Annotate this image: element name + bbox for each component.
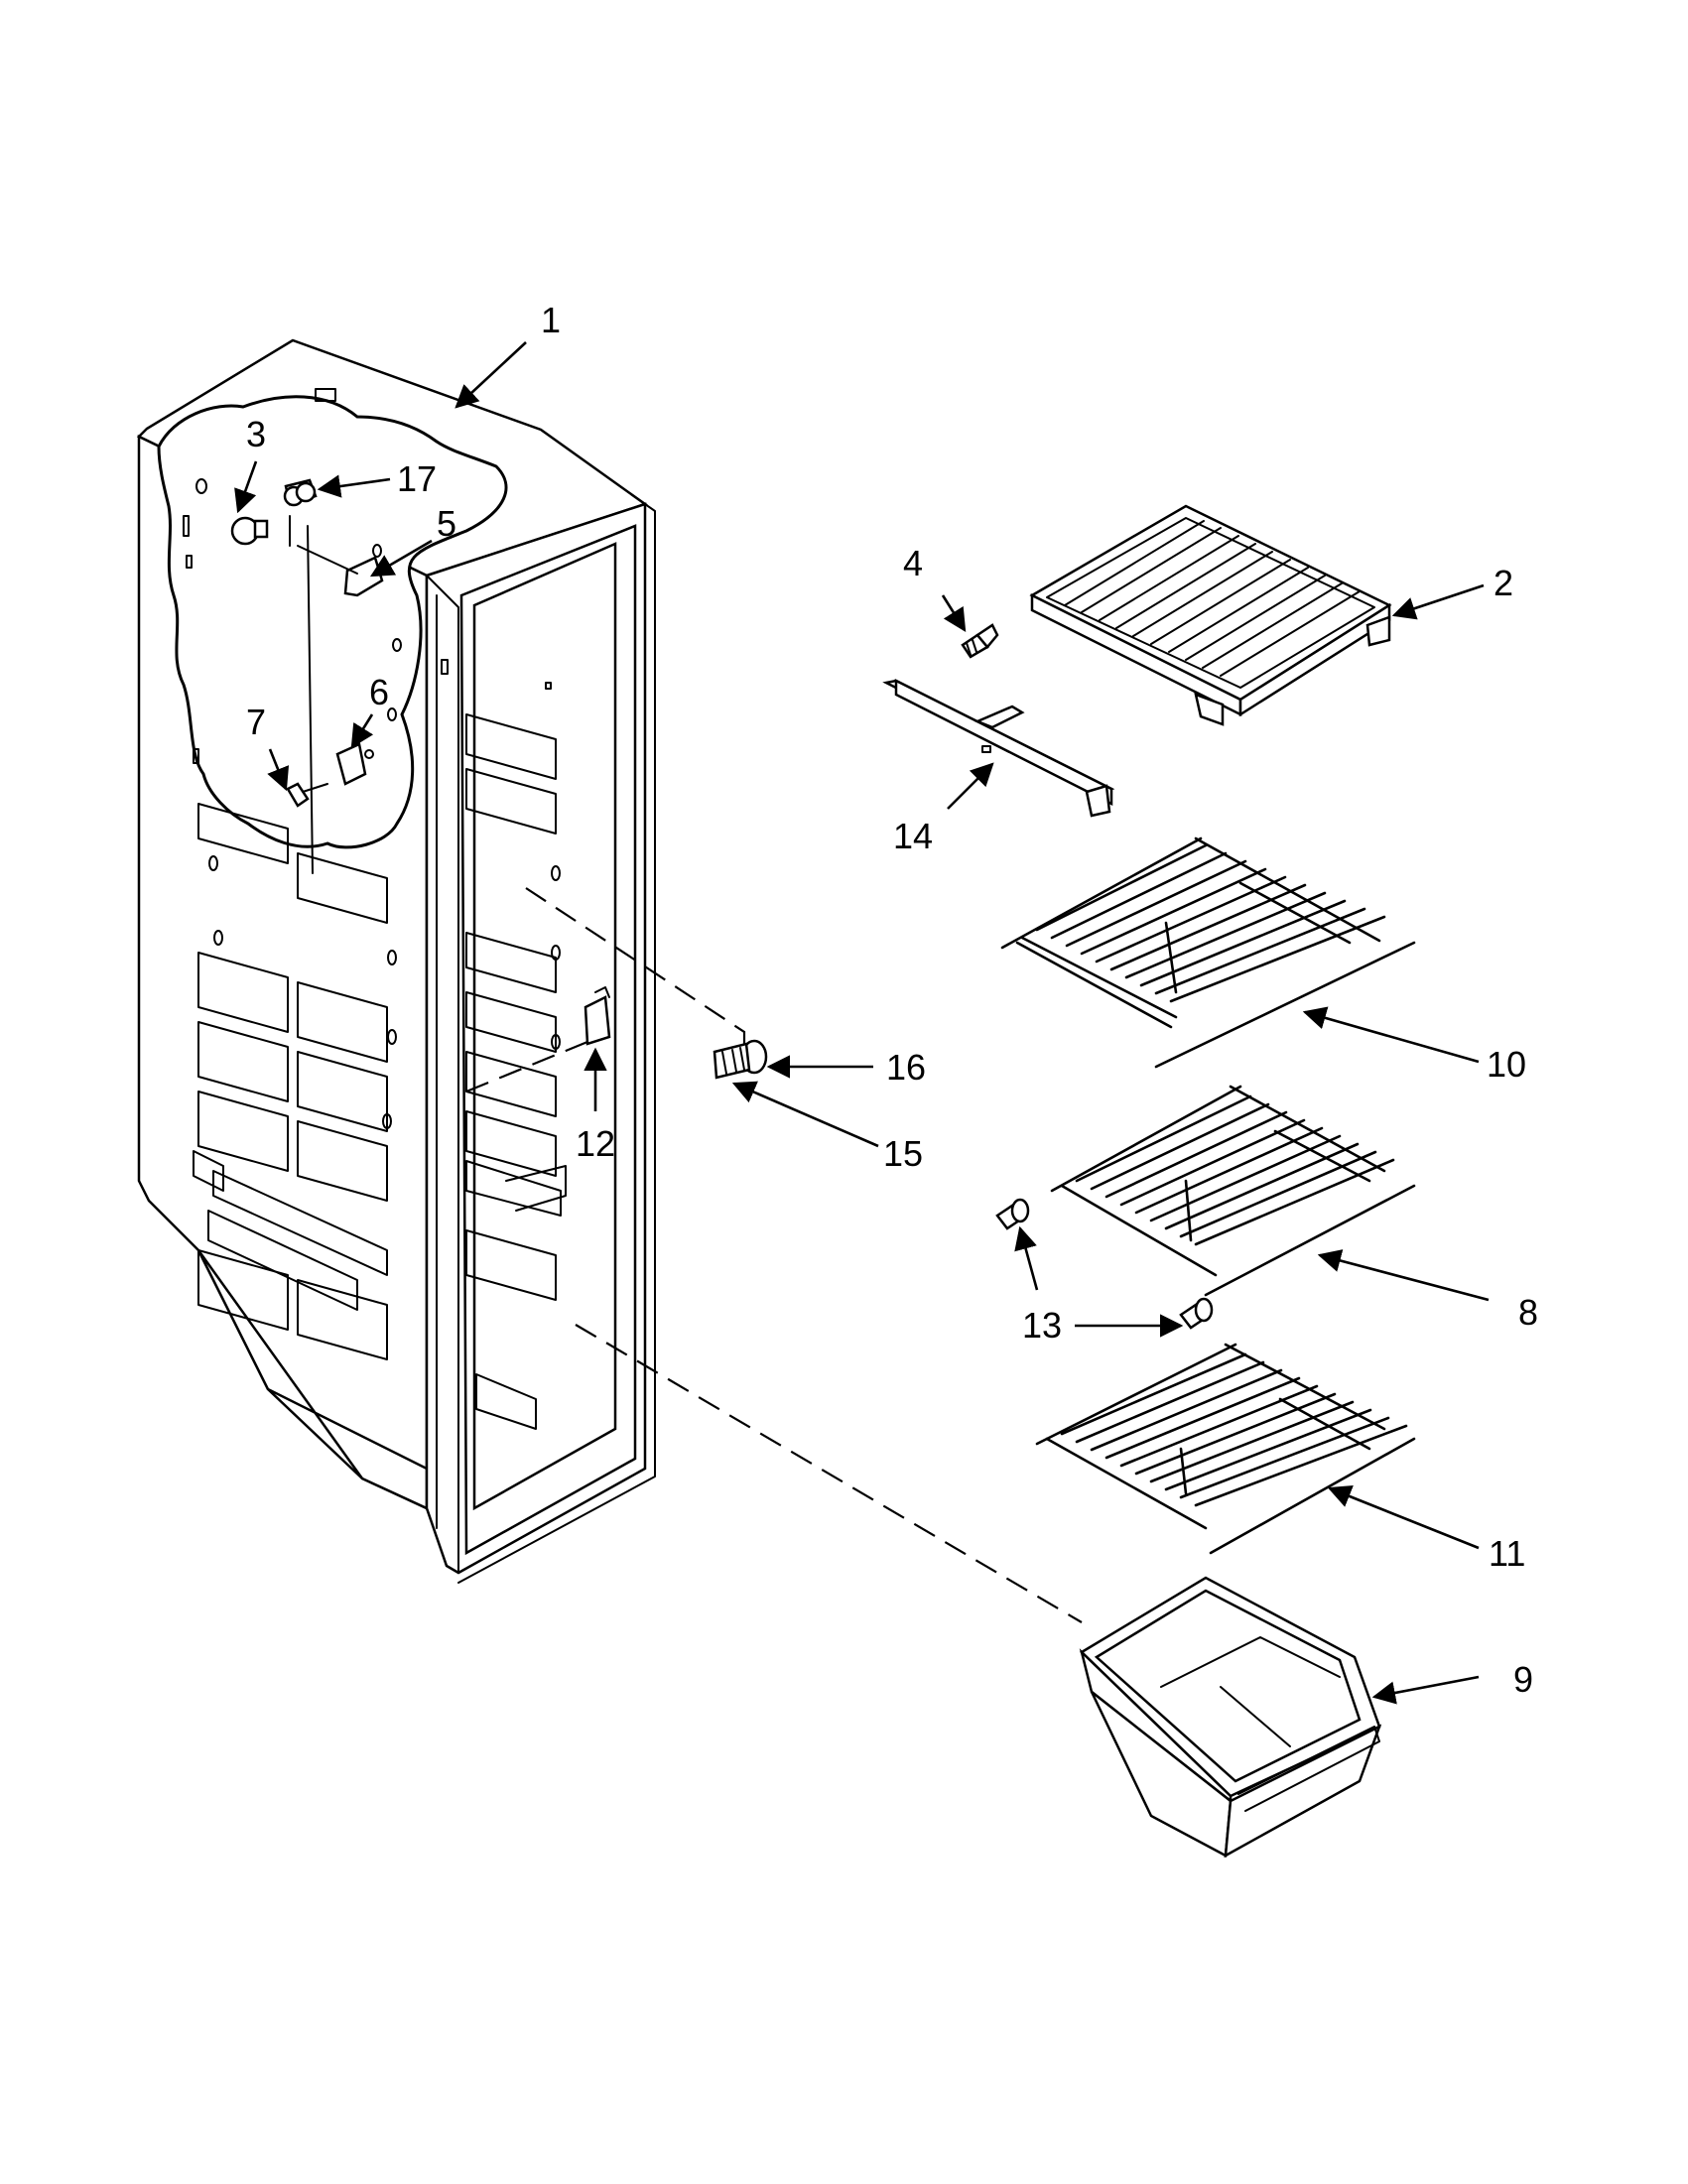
- light-bulb: [230, 516, 269, 546]
- callout-16: 16: [886, 1047, 926, 1088]
- shelf-support-12: [584, 986, 611, 1046]
- callout-1: 1: [541, 300, 561, 340]
- callout-4: 4: [903, 543, 923, 583]
- wire-shelf-8: [1050, 1085, 1416, 1297]
- light-socket: [283, 478, 318, 507]
- callout-2: 2: [1493, 563, 1513, 603]
- callout-12: 12: [576, 1123, 615, 1164]
- callout-3: 3: [246, 414, 266, 454]
- callout-13: 13: [1022, 1305, 1062, 1346]
- callout-15: 15: [883, 1133, 923, 1174]
- screw-7: [286, 782, 328, 808]
- callout-17: 17: [397, 458, 437, 499]
- shelf-stud-16-15: [713, 1039, 768, 1080]
- callout-10: 10: [1487, 1044, 1526, 1085]
- guide-lines: [465, 887, 1083, 1623]
- wire-shelf-11: [1035, 1343, 1416, 1555]
- callout-9: 9: [1513, 1659, 1533, 1700]
- shelf-stud-13: [995, 1198, 1214, 1330]
- callout-14: 14: [893, 816, 933, 856]
- callout-7: 7: [246, 702, 266, 742]
- shelf-2: [1029, 504, 1392, 726]
- screw-4: [961, 623, 999, 659]
- liner-recesses: [193, 803, 388, 1360]
- liner-holes: [183, 388, 561, 1129]
- callout-numbers: 1 2 3 4 5 6 7 8 9 10 11 12 13 14 15 16 1…: [246, 300, 1538, 1700]
- callout-11: 11: [1489, 1533, 1525, 1574]
- callout-6: 6: [369, 672, 389, 712]
- freezer-bin-9: [1079, 1576, 1382, 1859]
- wire-shelf-10: [1000, 836, 1416, 1069]
- shelf-bracket-14: [882, 678, 1115, 818]
- leader-lines: [234, 341, 1490, 1705]
- callout-5: 5: [437, 503, 456, 544]
- freezer-liner: [136, 338, 656, 1584]
- callout-8: 8: [1518, 1292, 1538, 1333]
- inner-wall-recesses: [465, 713, 567, 1430]
